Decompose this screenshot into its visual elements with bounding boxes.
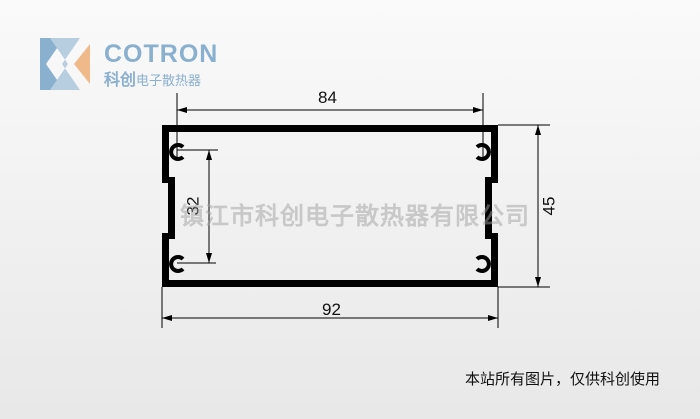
dim-bottom-width: 92: [322, 300, 341, 319]
logo-cn: 科创电子散热器: [104, 66, 201, 90]
logo-cn-sub: 电子散热器: [136, 73, 202, 88]
cotron-logo-icon: [40, 38, 90, 90]
dim-height: 45: [539, 196, 559, 216]
footer-note: 本站所有图片，仅供科创使用: [464, 371, 660, 388]
logo-brand: COTRON: [104, 40, 219, 68]
logo-cn-name: 科创: [104, 72, 137, 89]
dim-top-width: 84: [318, 88, 337, 107]
watermark: 镇江市科创电子散热器有限公司: [180, 203, 530, 230]
